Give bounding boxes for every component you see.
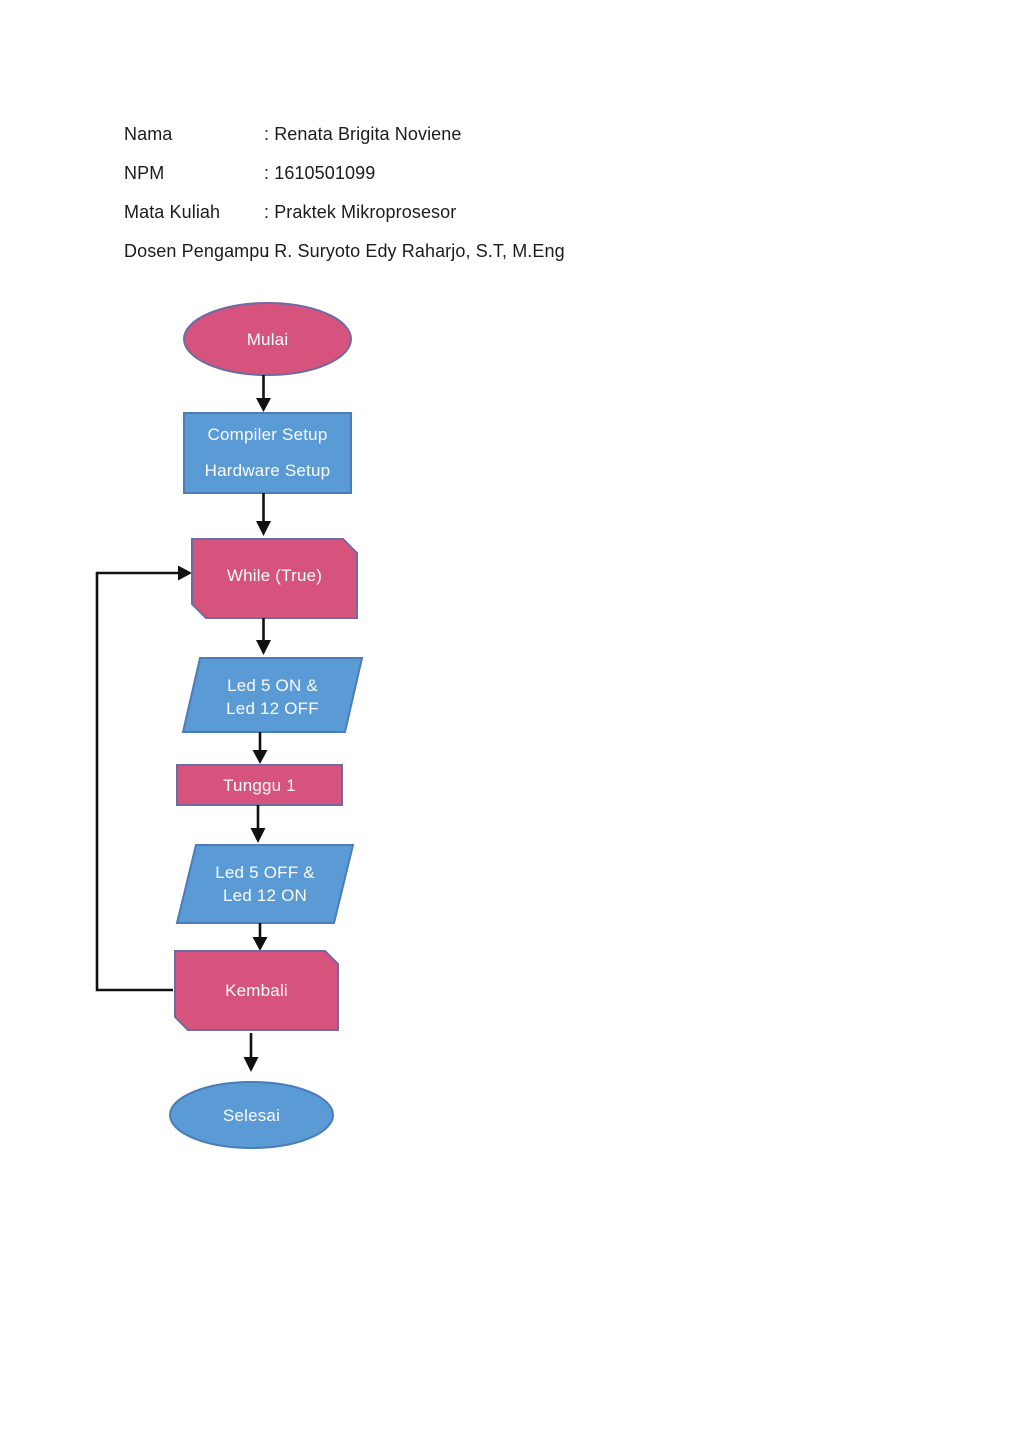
arrowhead-ledon-tunggu: [252, 750, 268, 764]
arrowhead-setup-while: [256, 521, 271, 536]
node-ledoff-parallelogram: [175, 844, 355, 924]
arrowhead-kembali-end: [243, 1057, 259, 1072]
field-value: : R. Suryoto Edy Raharjo, S.T, M.Eng: [264, 241, 565, 261]
arrowhead-start-setup: [256, 398, 271, 412]
arrowhead-return-loop: [178, 565, 192, 581]
arrowhead-ledoff-kembali: [252, 937, 268, 951]
field-label: Nama: [124, 124, 173, 144]
field-value: : 1610501099: [264, 163, 376, 183]
edge-return-loop: [95, 571, 178, 992]
arrowhead-while-ledon: [256, 640, 271, 655]
node-tunggu-rect: [176, 764, 343, 806]
field-label: Mata Kuliah: [124, 202, 221, 222]
arrowhead-tunggu-ledoff: [250, 828, 266, 843]
header-row-dosen: Dosen Pengampu: R. Suryoto Edy Raharjo, …: [124, 241, 565, 262]
header-row-nama: Nama : Renata Brigita Noviene: [124, 124, 462, 145]
field-label: Dosen Pengampu: [124, 241, 270, 261]
field-label: NPM: [124, 163, 165, 183]
header-row-npm: NPM : 1610501099: [124, 163, 375, 184]
node-while-card: [191, 538, 358, 619]
node-end-ellipse: [169, 1081, 334, 1149]
node-kembali-card: [174, 950, 339, 1031]
node-start-ellipse: [183, 302, 352, 376]
field-value: : Renata Brigita Noviene: [264, 124, 462, 144]
node-setup-rect: [183, 412, 352, 494]
header-row-mata-kuliah: Mata Kuliah : Praktek Mikroprosesor: [124, 202, 456, 223]
node-ledon-parallelogram: [181, 657, 364, 733]
field-value: : Praktek Mikroprosesor: [264, 202, 457, 222]
